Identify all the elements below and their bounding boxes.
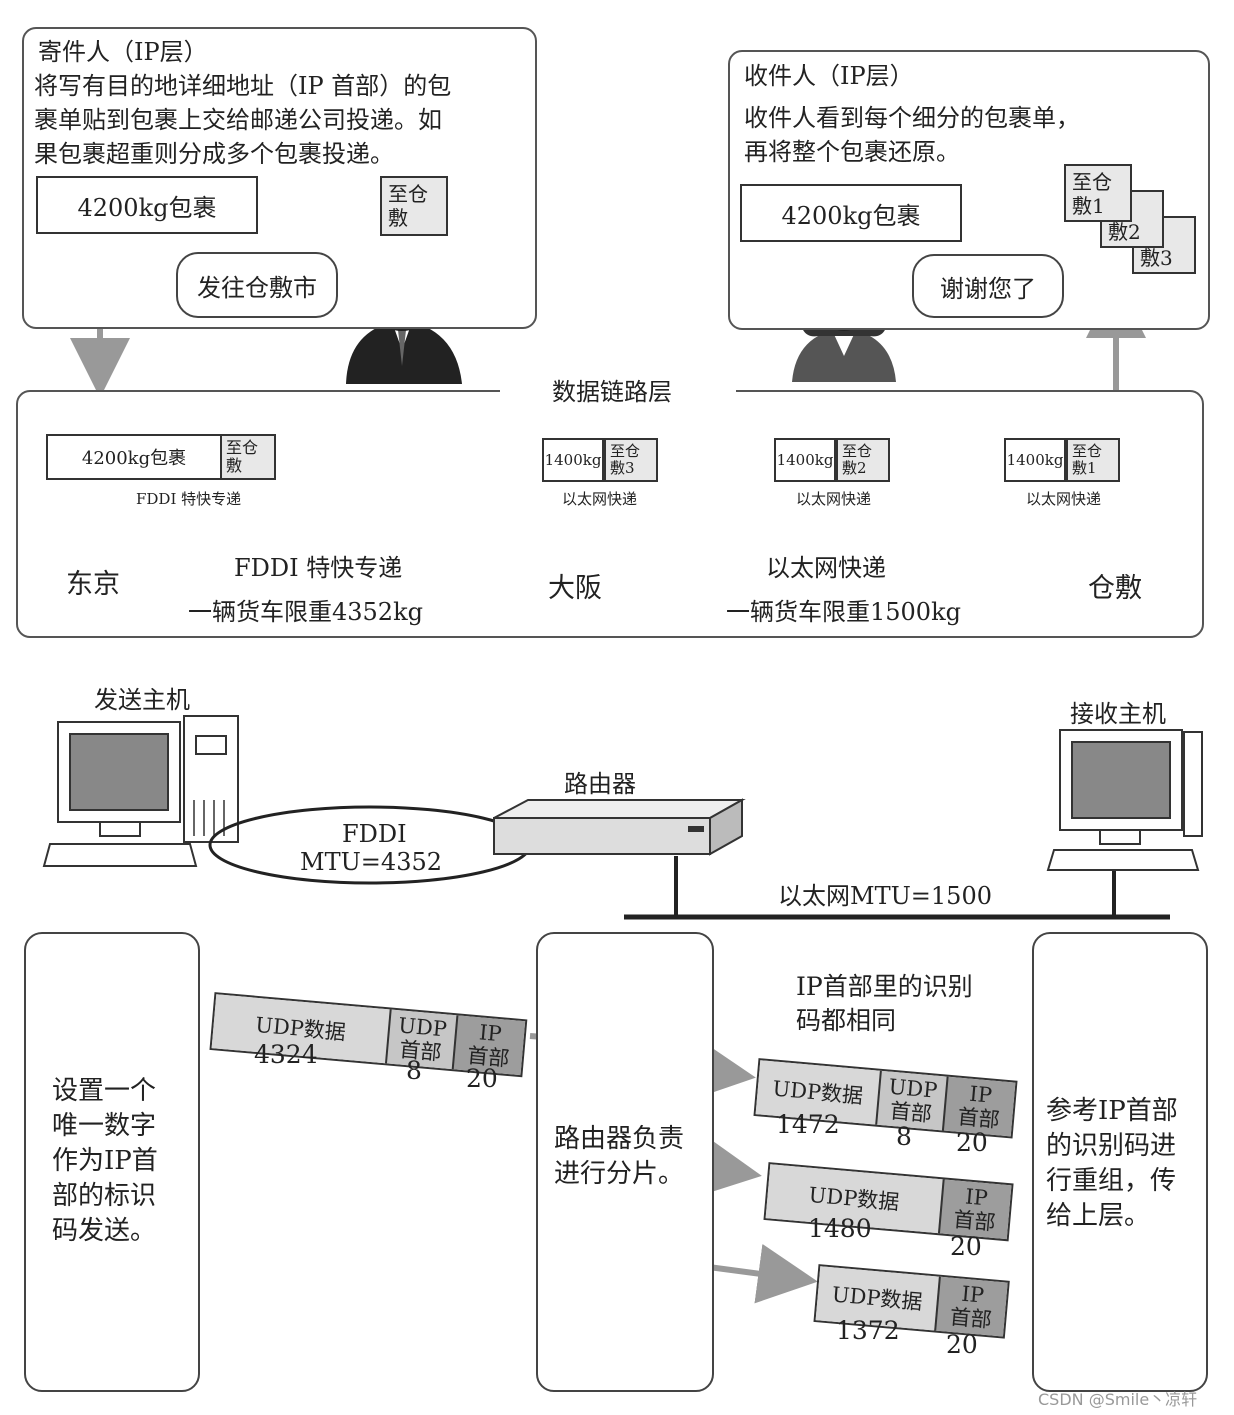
big-truck-cargo-label: 4200kg包裹 [81,448,187,469]
small-truck-cargo: 1400kg [542,438,604,482]
sender-desc-line: 裹单贴到包裹上交给邮递公司投递。如 [34,106,442,134]
receiver-speech-bubble: 谢谢您了 [912,254,1064,318]
watermark: CSDN @Smile丶凉轩 [1038,1390,1198,1409]
route1-limit: 一辆货车限重4352kg [188,598,423,626]
city-osaka: 大阪 [548,573,602,604]
small-truck-cargo-label: 1400kg [544,451,602,469]
receiver-step-box [1032,932,1208,1392]
small-truck-cargo: 1400kg [1004,438,1066,482]
big-truck-side-text: FDDI 特快专递 [136,490,242,508]
frag1-data-size: 1472 [776,1110,840,1139]
ip-header-segment: IP 首部 [937,1179,1012,1240]
ip-header-segment: IP 首部 [933,1276,1008,1337]
datalink-title-gap [500,384,736,398]
sender-parcel: 4200kg包裹 [36,176,258,234]
sender-step-text: 设置一个 唯一数字 作为IP首 部的标识 码发送。 [52,1076,158,1246]
frag1-ip-size: 20 [956,1128,988,1157]
small-truck-cargo-label: 1400kg [1006,451,1064,469]
original-ip-size: 20 [466,1064,498,1093]
small-truck-address-label: 至仓 敷2 [836,438,890,482]
sender-step-box [24,932,200,1392]
small-truck-side-text: 以太网快递 [1026,490,1102,508]
router-step-text: 路由器负责 进行分片。 [554,1124,685,1189]
sender-title: 寄件人（IP层） [38,38,208,66]
router-label: 路由器 [564,770,636,798]
small-truck-cargo-label: 1400kg [776,451,834,469]
receiver-title: 收件人（IP层） [744,62,914,90]
small-truck-address-label: 至仓 敷1 [1066,438,1120,482]
sender-address-label: 至仓 敷 [380,176,448,236]
send-host-computer-icon [42,715,239,867]
sender-speech-text: 发往仓敷市 [197,273,317,302]
small-truck-cargo: 1400kg [774,438,836,482]
receiver-desc-line: 收件人看到每个细分的包裹单， [744,104,1080,132]
original-udp-size: 8 [406,1056,422,1085]
fddi-label: FDDI [342,820,407,848]
big-truck-cargo: 4200kg包裹 [46,434,222,480]
router-icon [493,798,746,856]
ethernet-mtu-label: 以太网MTU=1500 [778,882,992,910]
frag3-ip-size: 20 [946,1330,978,1359]
original-data-size: 4324 [254,1040,318,1069]
route2-limit: 一辆货车限重1500kg [726,598,961,626]
small-truck-side-text: 以太网快递 [562,490,638,508]
city-kurashiki: 仓敷 [1088,573,1142,604]
sender-parcel-label: 4200kg包裹 [77,193,217,222]
receiver-address-label-1: 至仓 敷1 [1064,164,1132,222]
sender-speech-bubble: 发往仓敷市 [176,252,338,318]
datalink-title: 数据链路层 [552,378,672,406]
receiver-parcel: 4200kg包裹 [740,184,962,242]
small-truck-side-text: 以太网快递 [796,490,872,508]
route1-name: FDDI 特快专递 [234,554,403,582]
sender-desc-line: 果包裹超重则分成多个包裹投递。 [34,140,394,168]
recv-host-label: 接收主机 [1070,700,1166,728]
sender-desc-line: 将写有目的地详细地址（IP 首部）的包 [34,72,452,100]
route2-name: 以太网快递 [766,554,886,582]
fddi-mtu-label: MTU=4352 [300,848,442,876]
receiver-parcel-label: 4200kg包裹 [781,201,921,230]
frag2-ip-size: 20 [950,1232,982,1261]
small-truck-address-label: 至仓 敷3 [604,438,658,482]
recv-host-computer-icon [1046,729,1203,871]
receiver-speech-text: 谢谢您了 [940,274,1036,303]
receiver-step-text: 参考IP首部 的识别码进 行重组，传 给上层。 [1046,1096,1178,1231]
frag2-data-size: 1480 [808,1214,872,1243]
send-host-label: 发送主机 [94,686,190,714]
big-truck-address-label: 至仓 敷 [220,434,276,480]
receiver-desc-line: 再将整个包裹还原。 [744,138,960,166]
frag3-data-size: 1372 [836,1316,900,1345]
frag1-udp-size: 8 [896,1122,912,1151]
city-tokyo: 东京 [66,569,120,600]
same-id-note: IP首部里的识别 码都相同 [796,972,973,1035]
router-step-box [536,932,714,1392]
